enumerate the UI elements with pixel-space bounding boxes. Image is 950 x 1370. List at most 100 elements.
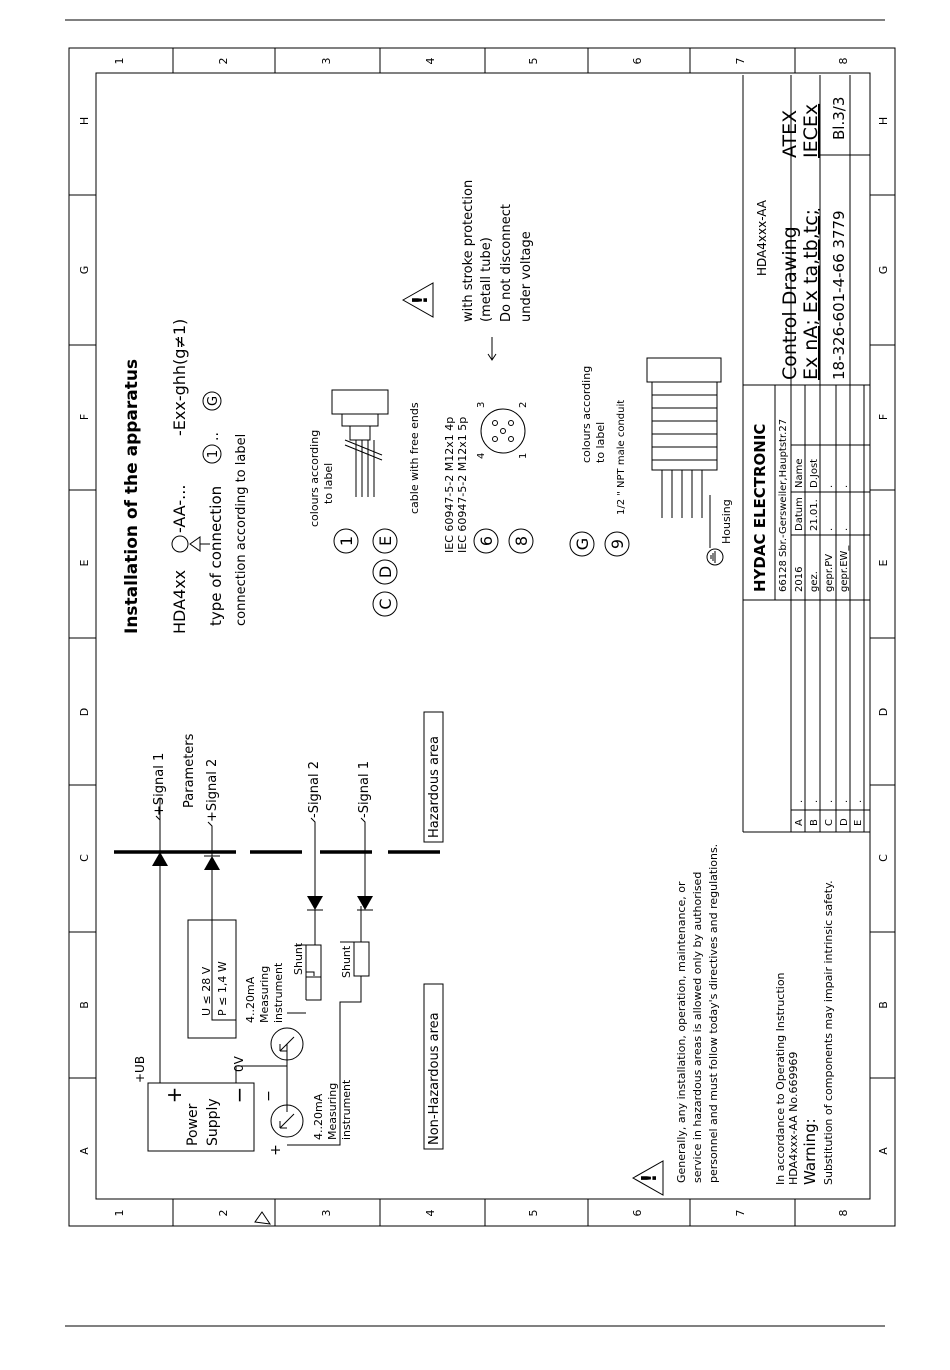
rev-letter-b: B [809,819,820,826]
col-marker-left: H [78,117,91,125]
substitution-note: Substitution of components may impair in… [822,880,835,1185]
row-marker-bottom: 6 [631,1210,644,1217]
protection-3: Do not disconnect [499,204,514,322]
connector-circle-g [569,531,595,557]
meter-lower-icon [270,1104,304,1138]
rev-dot-d: . [839,800,850,803]
meter-upper-2: Measuring [258,966,271,1023]
hazardous-box [423,711,444,843]
col-marker-left: A [78,1147,91,1155]
connector-circle-e-label: E [376,536,395,546]
row-marker-bottom: 2 [217,1210,230,1217]
warnings-section: ! Generally, any installation, operation… [631,844,835,1196]
tb-model-id: HDA4xxx-AA [755,199,769,276]
row-marker-top: 7 [734,58,747,65]
model-suffix: -AA-... [170,485,189,533]
power-supply-plus: + [162,1087,186,1104]
shunt-lower-resistor [353,941,370,977]
iec-4p: IEC 60947-5-2 M12x1 4p [443,417,456,553]
shunt-upper-resistor [305,944,322,978]
shunt-lower-label: Shunt [340,945,353,978]
parameters-label: Parameters [182,733,197,808]
row-marker-top: 6 [631,58,644,65]
tb-iecex: IECEx [800,104,822,158]
rev-dot-a: . [794,800,805,803]
conduit-note: 1/2 " NPT male conduit [616,400,627,515]
cable-gland-icon [331,389,389,497]
row-marker-bottom: 7 [734,1210,747,1217]
connector-circle-c-label: C [376,598,395,609]
model-ex-code: -Exx-ghh(g≠1) [170,319,189,436]
housing-label: Housing [720,499,733,544]
power-supply-box [147,1082,255,1152]
non-hazardous-box [423,983,444,1150]
tb-doc-number: 18-326-601-4-66 3779 [830,210,848,380]
row-marker-top: 3 [320,58,333,65]
connector-circle-8-label: 8 [512,536,531,546]
col-marker-right: C [877,854,890,862]
signal-wires [155,815,366,896]
meter-upper-3: instrument [272,962,285,1023]
connector-circle-d [372,559,398,585]
tb-gepr-pv-dot1: . [824,528,835,531]
tb-gepr-ew-dot1: . [839,528,850,531]
col-marker-left: C [78,854,91,862]
type-of-connection: type of connection [207,486,225,626]
connector-circle-g-label: G [573,538,592,550]
tb-gepr-pv: gepr.PV [824,554,835,592]
connection-note: connection according to label [234,434,249,626]
tb-year: 2016 [794,567,805,592]
protection-2: (metall tube) [479,237,494,322]
m12-socket-icon [480,408,526,454]
connector-circle-6 [473,528,499,554]
tb-atex: ATEX [779,110,801,158]
meter-minus: − [261,1090,277,1102]
col-marker-right: H [877,117,890,125]
installation-title: Installation of the apparatus [122,359,142,634]
model-prefix: HDA4xx [170,570,189,634]
col-marker-right: A [877,1147,890,1155]
corner-mark-icon [254,1211,272,1225]
tb-gez-date: 21.01. [809,499,820,531]
general-warning-2: service in hazardous areas is allowed on… [691,872,704,1183]
row-marker-bottom: 1 [113,1210,126,1217]
connector-circle-1 [333,528,359,554]
limit-p: P ≤ 1,4 W [216,961,229,1016]
cable-free-ends: cable with free ends [408,402,421,514]
conduit-colours-b: to label [594,422,607,463]
row-marker-bottom: 8 [837,1210,850,1217]
barrier-diode-plus2-icon [204,855,220,870]
connection-range-dots: .. [206,432,222,441]
installation-section: Installation of the apparatus HDA4xx -AA… [122,282,434,634]
col-marker-left: E [78,559,91,566]
rev-letter-e: E [853,820,864,826]
tb-gepr-ew: gepr.EW_ [839,545,850,592]
power-supply-text-2: Supply [205,1098,221,1146]
row-marker-bottom: 5 [527,1210,540,1217]
row-marker-bottom: 3 [320,1210,333,1217]
model-slot-circle [171,535,189,553]
col-marker-left: B [78,1001,91,1009]
connectors-section: colours according to label 1 C D E cable… [308,180,733,617]
connector-circle-9 [604,531,630,557]
meter-lower-3: instrument [340,1079,353,1140]
tb-gepr-pv-dot2: . [824,485,835,488]
limit-u: U ≤ 28 V [200,966,213,1016]
meter-lower-1: 4..20mA [312,1093,325,1140]
pin-label-4: 4 [476,453,487,459]
general-warning-1: Generally, any installation, operation, … [675,881,688,1183]
iec-5p: IEC 60947-5-2 M12x1 5p [456,417,469,553]
company-address: 66128 Sbr.-Gersweiler,Hauptstr.27 [778,419,789,592]
tb-name: Name [794,458,805,488]
zone-markers: 1 2 3 4 5 6 7 8 1 2 3 4 5 6 7 8 A B C D … [78,58,890,1217]
rev-dot-e: . [853,800,864,803]
protection-4: under voltage [519,231,534,322]
rev-dot-b: . [809,800,820,803]
tb-datum: Datum [794,497,805,531]
connector-circle-9-label: 9 [608,539,627,549]
zero-v-label: 0V [232,1055,246,1072]
col-marker-right: E [877,559,890,566]
accordance-1: In accordance to Operating Instruction [774,972,787,1185]
hazardous-label: Hazardous area [427,736,442,838]
